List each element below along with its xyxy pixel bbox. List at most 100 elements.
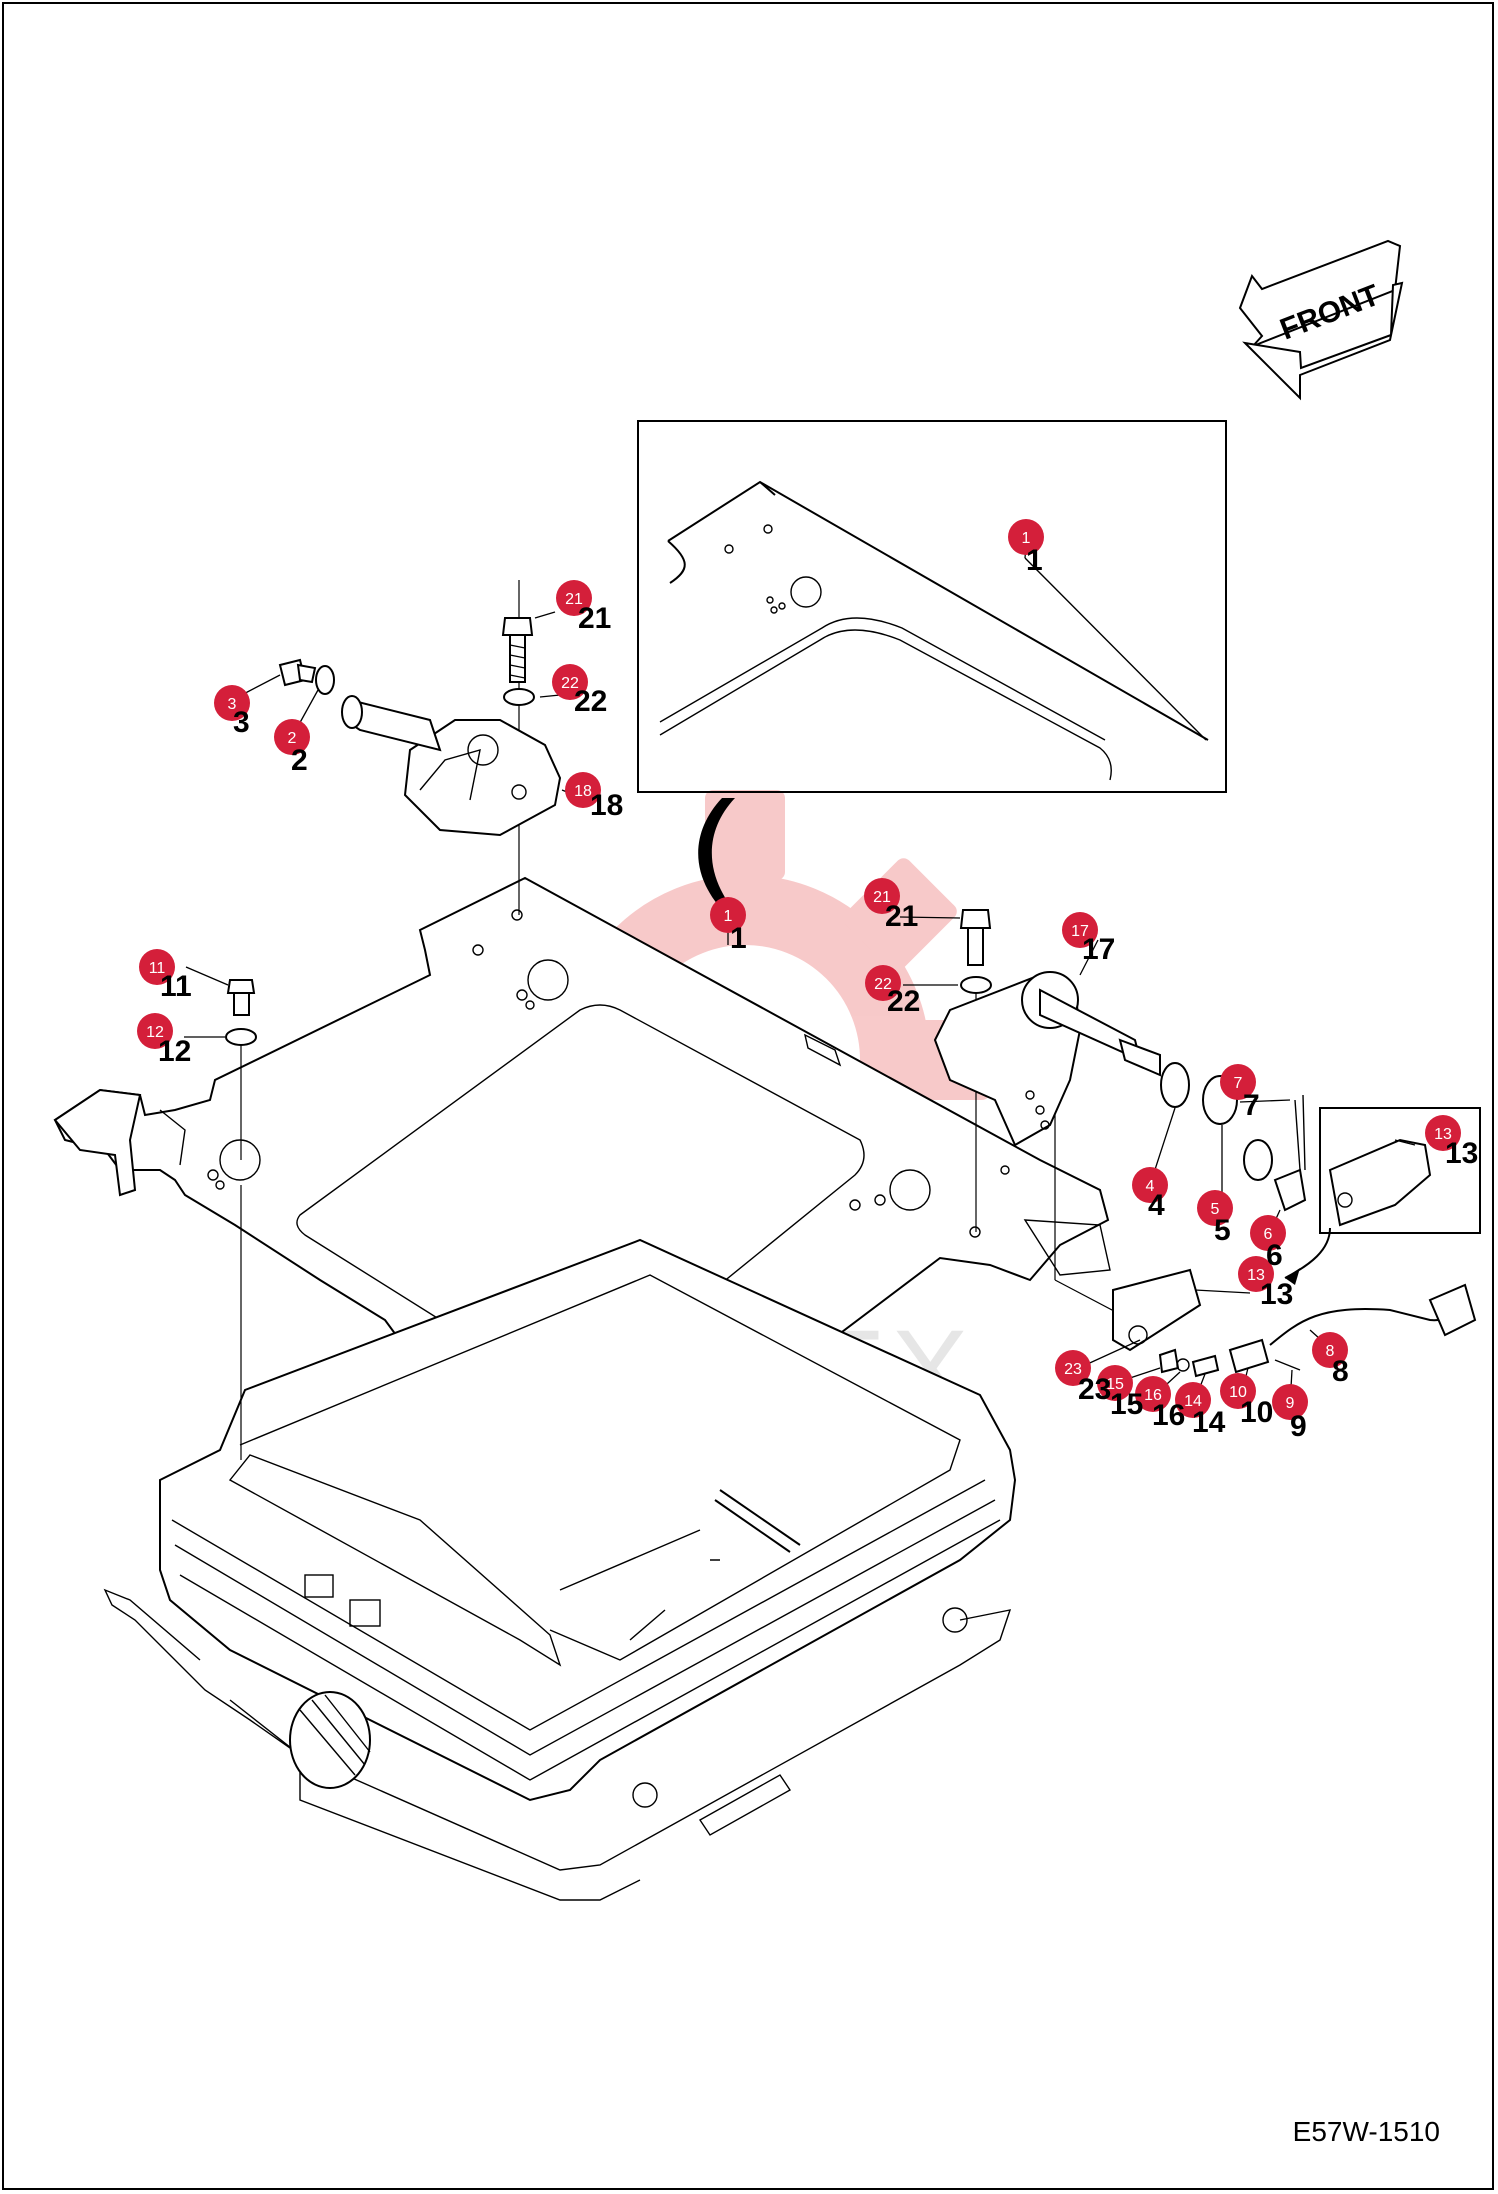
label-4: 4 xyxy=(1148,1189,1165,1222)
seat-base xyxy=(103,1238,1017,1901)
svg-text:11: 11 xyxy=(149,960,166,977)
callout-badge-15: 15 xyxy=(1097,1365,1133,1401)
label-17: 17 xyxy=(1082,933,1115,966)
washer-12 xyxy=(225,1028,257,1046)
washer-2 xyxy=(315,665,335,695)
svg-text:21: 21 xyxy=(873,889,891,906)
svg-text:1: 1 xyxy=(724,908,733,925)
callout-badge-13: 13 xyxy=(1238,1256,1274,1292)
callout-badge-9: 9 xyxy=(1272,1384,1308,1420)
label-5: 5 xyxy=(1214,1214,1231,1247)
callout-badge-22-right: 22 xyxy=(865,965,901,1001)
svg-text:14: 14 xyxy=(1184,1393,1202,1410)
label-12: 12 xyxy=(158,1035,191,1068)
nut-5 xyxy=(1243,1139,1273,1181)
svg-text:7: 7 xyxy=(1234,1075,1243,1092)
label-11: 11 xyxy=(160,970,192,1003)
connector-icon xyxy=(1428,1283,1477,1337)
callout-badge-21-right: 21 xyxy=(864,878,900,914)
svg-text:9: 9 xyxy=(1286,1395,1295,1412)
detail-inset xyxy=(637,420,1227,793)
washer-22-left xyxy=(503,688,535,706)
label-6: 6 xyxy=(1266,1239,1283,1272)
seat-adjust-icon xyxy=(304,1574,334,1598)
washer-22-right xyxy=(960,976,992,994)
label-21-right: 21 xyxy=(885,900,918,933)
callout-badge-11: 11 xyxy=(139,949,175,985)
label-21-left: 21 xyxy=(578,602,611,635)
callout-badge-8: 8 xyxy=(1312,1332,1348,1368)
hardware xyxy=(225,617,1477,1378)
svg-text:21: 21 xyxy=(565,591,583,608)
svg-text:23: 23 xyxy=(1064,1361,1082,1378)
callout-badge-3: 3 xyxy=(214,685,250,721)
nut-15 xyxy=(1158,1348,1180,1374)
label-23: 23 xyxy=(1078,1373,1111,1406)
washer-4 xyxy=(1160,1062,1190,1108)
callout-labels: 1 1 2 3 4 5 6 7 8 9 10 11 12 13 13 14 15… xyxy=(158,544,1478,1443)
left-hook-bracket xyxy=(53,1088,186,1197)
callout-badge-4: 4 xyxy=(1132,1167,1168,1203)
label-8: 8 xyxy=(1332,1355,1349,1388)
switch-10 xyxy=(1228,1338,1270,1374)
svg-text:4: 4 xyxy=(1146,1178,1155,1195)
callout-badge-22-left: 22 xyxy=(552,664,588,700)
svg-text:8: 8 xyxy=(1326,1343,1335,1360)
callout-badge-7: 7 xyxy=(1220,1064,1256,1100)
callout-badge-17: 17 xyxy=(1062,912,1098,948)
washer-16 xyxy=(1176,1358,1190,1372)
label-22-right: 22 xyxy=(887,985,920,1018)
inset-pointer xyxy=(698,798,735,905)
screw-9 xyxy=(1274,1359,1301,1371)
bolt-21-right xyxy=(959,909,992,966)
svg-text:1: 1 xyxy=(1022,530,1031,547)
callout-badge-12: 12 xyxy=(137,1013,173,1049)
seat-slide-icon xyxy=(349,1599,381,1627)
label-7: 7 xyxy=(1243,1089,1260,1122)
drawing-code: E57W-1510 xyxy=(1292,2116,1440,2147)
svg-text:10: 10 xyxy=(1229,1384,1247,1401)
label-22-left: 22 xyxy=(574,685,607,718)
svg-text:2: 2 xyxy=(288,730,297,747)
svg-text:18: 18 xyxy=(574,783,592,800)
bolt-21-left xyxy=(501,617,534,683)
svg-text:5: 5 xyxy=(1211,1201,1220,1218)
nut-6 xyxy=(1273,1168,1307,1212)
callout-badge-2: 2 xyxy=(274,719,310,755)
callout-badge-1-inset: 1 xyxy=(1008,519,1044,555)
callout-badge-1-plate: 1 xyxy=(710,897,746,933)
svg-text:12: 12 xyxy=(146,1024,164,1041)
callout-badge-13-inset: 13 xyxy=(1425,1115,1461,1151)
left-pivot-bracket xyxy=(341,695,562,837)
svg-text:22: 22 xyxy=(874,976,892,993)
callout-badge-6: 6 xyxy=(1250,1215,1286,1251)
bolt-14 xyxy=(1191,1354,1220,1378)
label-15: 15 xyxy=(1110,1388,1143,1421)
svg-text:13: 13 xyxy=(1434,1126,1452,1143)
svg-text:13: 13 xyxy=(1247,1267,1265,1284)
label-9: 9 xyxy=(1290,1410,1307,1443)
label-1-inset: 1 xyxy=(1026,544,1043,577)
label-1-plate: 1 xyxy=(730,922,747,955)
bolt-3 xyxy=(278,658,317,687)
label-18: 18 xyxy=(590,789,623,822)
svg-text:15: 15 xyxy=(1106,1376,1124,1393)
bracket-13 xyxy=(1112,1268,1202,1352)
label-10: 10 xyxy=(1240,1396,1273,1429)
svg-text:16: 16 xyxy=(1144,1387,1162,1404)
front-arrow-icon: FRONT xyxy=(1238,239,1404,401)
label-14: 14 xyxy=(1192,1406,1226,1439)
callout-badge-18: 18 xyxy=(565,772,601,808)
callout-badge-10: 10 xyxy=(1220,1373,1256,1409)
bolt-11 xyxy=(226,979,256,1016)
pin-7 xyxy=(1294,1094,1306,1171)
callout-badges: 1 1 2 3 4 5 6 7 xyxy=(137,519,1461,1420)
svg-text:6: 6 xyxy=(1264,1226,1273,1243)
right-pivot-bracket xyxy=(933,971,1161,1147)
label-16: 16 xyxy=(1152,1399,1185,1432)
detail-inset-13 xyxy=(1284,1107,1481,1285)
callout-badge-5: 5 xyxy=(1197,1190,1233,1226)
svg-text:3: 3 xyxy=(228,696,237,713)
